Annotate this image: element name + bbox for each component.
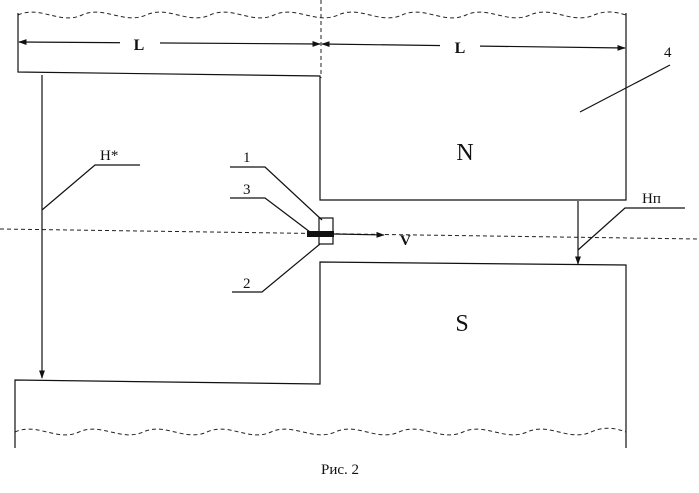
dimension-arrow-left (19, 42, 320, 44)
dimension-label-left: L (134, 37, 145, 54)
h-star-label: H* (100, 148, 118, 164)
gap-leader (578, 208, 685, 250)
figure-caption: Рис. 2 (321, 462, 359, 478)
gap-label: Hп (642, 191, 661, 207)
north-pole-label: N (456, 140, 473, 166)
ref-4-leader (580, 65, 670, 112)
velocity-label: V (400, 233, 411, 249)
top-break-line (18, 12, 626, 18)
bottom-break-line (15, 428, 626, 435)
velocity-arrow (334, 234, 384, 235)
upper-pole-outline (18, 13, 626, 200)
ref-3-leader (230, 198, 310, 232)
ref-2-label: 2 (243, 276, 251, 292)
h-star-leader (42, 165, 140, 210)
ref-1-label: 1 (243, 150, 251, 166)
ref-4-label: 4 (664, 45, 672, 61)
ref-3-label: 3 (243, 182, 251, 198)
lower-pole-outline (15, 262, 626, 448)
south-pole-label: S (455, 311, 468, 337)
dimension-label-right: L (455, 40, 466, 57)
